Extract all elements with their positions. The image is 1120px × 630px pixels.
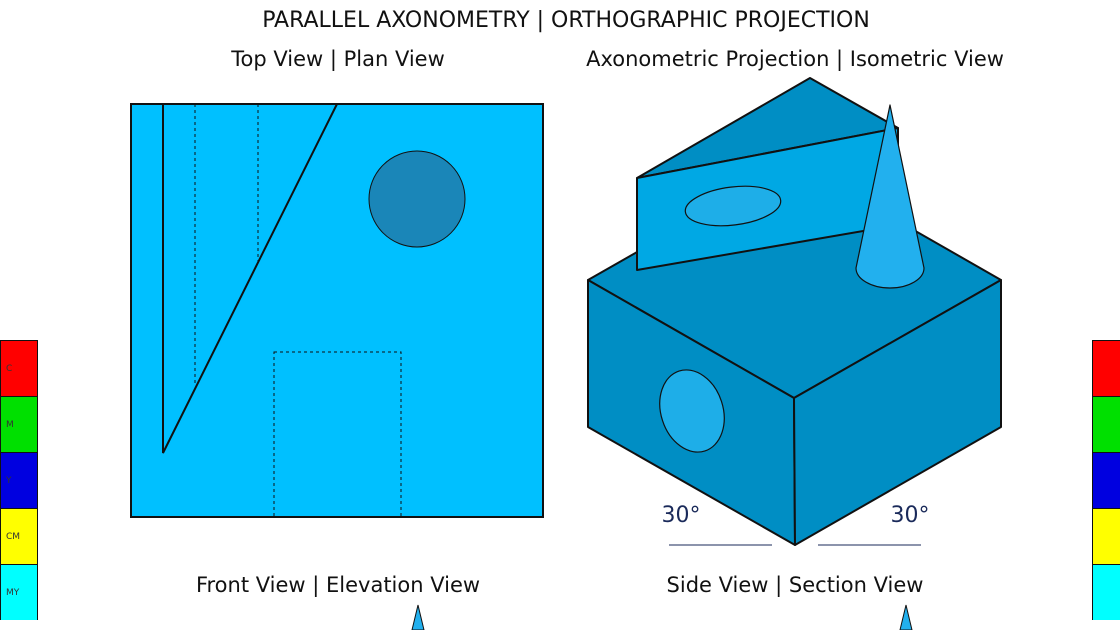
swatch-c: C — [0, 340, 38, 396]
angle-right: 30° — [890, 503, 930, 528]
cone — [855, 104, 925, 289]
side-view-label: Side View | Section View — [666, 573, 924, 597]
swatch-y — [1092, 452, 1120, 508]
iso-view-label: Axonometric Projection | Isometric View — [586, 47, 1004, 71]
side-cone-tip — [899, 604, 913, 630]
swatch-my: MY — [0, 564, 38, 620]
swatch-cm: CM — [0, 508, 38, 564]
swatch-c — [1092, 340, 1120, 396]
front-cone-tip — [411, 604, 425, 630]
angle-left: 30° — [661, 503, 701, 528]
front-view-label: Front View | Elevation View — [195, 573, 481, 597]
swatch-my — [1092, 564, 1120, 620]
swatch-cm — [1092, 508, 1120, 564]
page-title: PARALLEL AXONOMETRY | ORTHOGRAPHIC PROJE… — [262, 8, 870, 33]
plan-view — [130, 103, 544, 518]
isometric-view — [587, 77, 1002, 546]
top-view-label: Top View | Plan View — [231, 47, 445, 71]
cone-circle — [368, 150, 466, 248]
swatch-m: M — [0, 396, 38, 452]
color-swatch-strip-right — [1092, 340, 1120, 620]
swatch-y: Y — [0, 452, 38, 508]
swatch-m — [1092, 396, 1120, 452]
